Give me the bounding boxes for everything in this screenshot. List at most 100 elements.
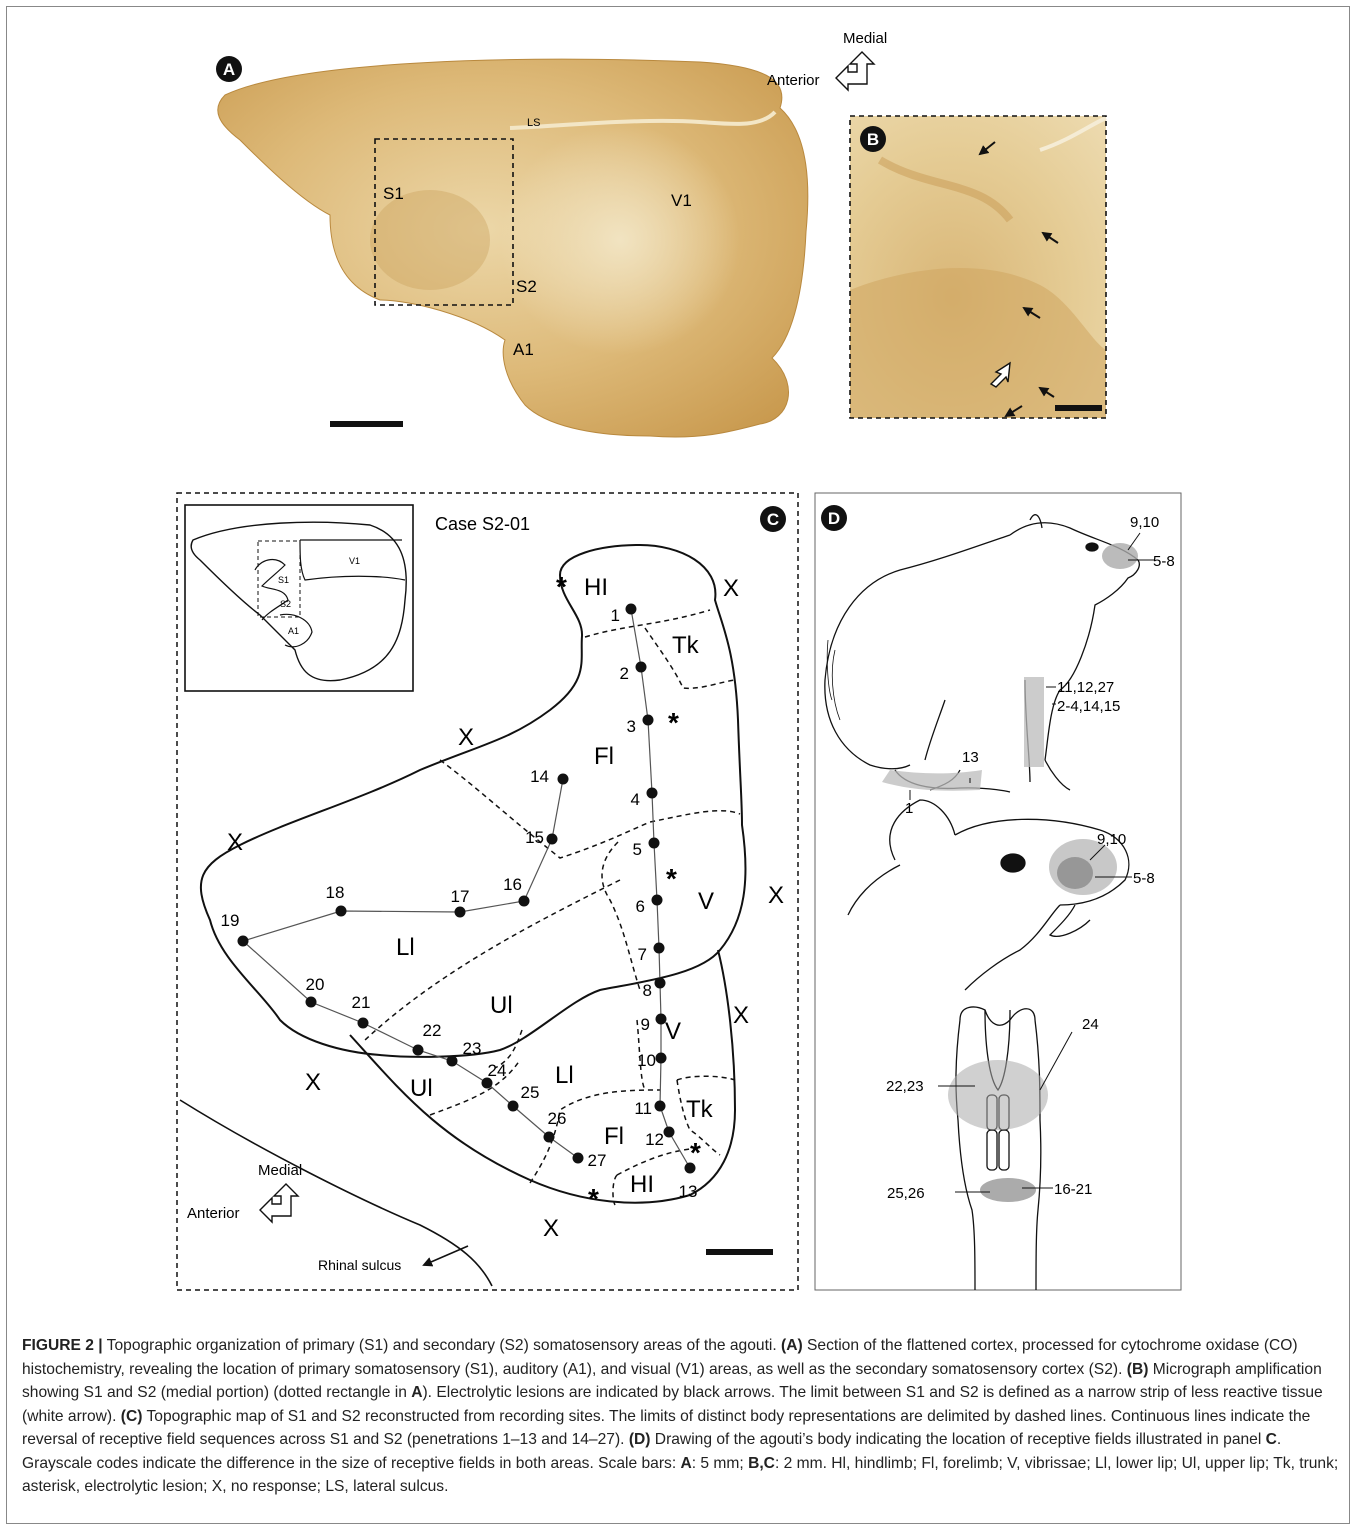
hindlimb-rf — [882, 770, 982, 791]
recording-site — [306, 997, 317, 1008]
d-mouth-1621: 16-21 — [1054, 1181, 1092, 1198]
region-ul-bottom: Ul — [410, 1075, 433, 1102]
recording-site-label: 8 — [643, 981, 652, 1000]
label-a1: A1 — [513, 340, 534, 359]
recording-site-label: 3 — [627, 717, 636, 736]
compass-arrow-icon — [836, 52, 874, 90]
recording-site-label: 13 — [679, 1182, 698, 1201]
caption-text: Drawing of the agouti’s body indicating … — [650, 1431, 1265, 1448]
recording-site-label: 2 — [620, 664, 629, 683]
caption-text: : 5 mm; — [692, 1455, 748, 1472]
caption-label: FIGURE 2 | — [22, 1337, 103, 1354]
recording-site — [358, 1018, 369, 1029]
recording-site — [643, 715, 654, 726]
recording-site-label: 5 — [633, 840, 642, 859]
no-response-mark: X — [227, 829, 243, 856]
s1-dark-region — [370, 190, 490, 290]
recording-site-label: 12 — [645, 1130, 664, 1149]
recording-site — [652, 895, 663, 906]
recording-site-label: 22 — [423, 1021, 442, 1040]
badge-c-label: C — [767, 510, 779, 529]
recording-site — [573, 1153, 584, 1164]
recording-site-label: 7 — [638, 945, 647, 964]
inset-map: V1 S1 S2 A1 — [185, 505, 413, 691]
recording-site — [664, 1127, 675, 1138]
panel-d-border — [815, 493, 1181, 1290]
recording-site — [636, 662, 647, 673]
d-mouth-2223: 22,23 — [886, 1078, 924, 1095]
recording-site — [413, 1045, 424, 1056]
recording-site — [544, 1132, 555, 1143]
recording-site-label: 18 — [326, 883, 345, 902]
recording-site-label: 16 — [503, 875, 522, 894]
caption-bold-ref: B,C — [748, 1455, 775, 1472]
caption-body: (A) Section of the flattened cortex, pro… — [22, 1337, 1338, 1495]
panel-b: B — [850, 116, 1106, 418]
caption-title: Topographic organization of primary (S1)… — [103, 1337, 781, 1354]
region-ll-top: Ll — [396, 934, 415, 961]
recording-site — [655, 1101, 666, 1112]
label-s1: S1 — [383, 184, 404, 203]
caption-bold-ref: (B) — [1127, 1361, 1149, 1378]
panel-c: C Case S2-01 V1 S1 S2 A1 — [177, 493, 798, 1290]
region-hl-bottom: HI — [630, 1171, 654, 1198]
label-medial-c: Medial — [258, 1162, 302, 1179]
recording-site-label: 4 — [631, 790, 640, 809]
head-rf-small — [1057, 857, 1093, 889]
orientation-compass-a: Medial Anterior — [767, 30, 887, 90]
recording-site — [447, 1056, 458, 1067]
no-response-mark: X — [768, 882, 784, 909]
mouth-rf-lower — [980, 1178, 1036, 1202]
caption-bold-ref: (D) — [629, 1431, 651, 1448]
lesion-mark: * — [668, 707, 679, 738]
panel-a: A LS S1 V1 S2 A1 Medial Anterior — [216, 30, 887, 437]
recording-site-label: 14 — [530, 767, 549, 786]
recording-sites: 1234567891011121314151617181920212223242… — [221, 604, 698, 1202]
d-mouth-24: 24 — [1082, 1016, 1099, 1033]
recording-site-label: 15 — [525, 828, 544, 847]
d-body-13: 13 — [962, 749, 979, 766]
recording-site — [508, 1101, 519, 1112]
recording-site-label: 25 — [521, 1083, 540, 1102]
recording-site-label: 27 — [588, 1151, 607, 1170]
inset-a1: A1 — [288, 626, 299, 636]
recording-site-label: 11 — [634, 1099, 652, 1118]
label-medial-a: Medial — [843, 30, 887, 47]
recording-site — [238, 936, 249, 947]
agouti-head-drawing — [848, 800, 1129, 990]
lesion-mark: * — [690, 1137, 701, 1168]
no-response-mark: X — [543, 1215, 559, 1242]
inset-s1: S1 — [278, 575, 289, 585]
recording-site — [649, 838, 660, 849]
recording-site — [336, 906, 347, 917]
label-ls: LS — [527, 117, 540, 129]
recording-site — [654, 943, 665, 954]
label-anterior-c: Anterior — [187, 1205, 240, 1222]
recording-site — [558, 774, 569, 785]
d-body-58: 5-8 — [1153, 553, 1175, 570]
d-body-241415: 2-4,14,15 — [1057, 698, 1120, 715]
agouti-mouth-drawing — [956, 1007, 1041, 1290]
caption-bold-ref: A — [411, 1384, 422, 1401]
lesion-mark: * — [588, 1183, 599, 1214]
badge-d-label: D — [828, 509, 840, 528]
no-response-mark: X — [723, 575, 739, 602]
panel-d: D 9,10 5-8 11,12,27 2-4,14,15 13 1 — [815, 493, 1181, 1290]
rhinal-arrow-icon — [424, 1246, 468, 1265]
lesion-mark: * — [666, 863, 677, 894]
caption-bold-ref: (A) — [781, 1337, 803, 1354]
caption-bold-ref: A — [680, 1455, 691, 1472]
d-body-910: 9,10 — [1130, 514, 1159, 531]
region-tk-top: Tk — [672, 632, 700, 659]
recording-site-label: 23 — [463, 1039, 482, 1058]
region-tk-bottom: Tk — [686, 1096, 714, 1123]
forelimb-rf — [1024, 677, 1044, 767]
region-ll-bottom: Ll — [555, 1062, 574, 1089]
no-response-mark: X — [458, 724, 474, 751]
d-head-910: 9,10 — [1097, 831, 1126, 848]
s2-outline — [350, 950, 735, 1203]
d-body-111227: 11,12,27 — [1057, 679, 1114, 696]
recording-site-label: 19 — [221, 911, 240, 930]
case-label: Case S2-01 — [435, 514, 530, 534]
recording-site-label: 9 — [641, 1015, 650, 1034]
